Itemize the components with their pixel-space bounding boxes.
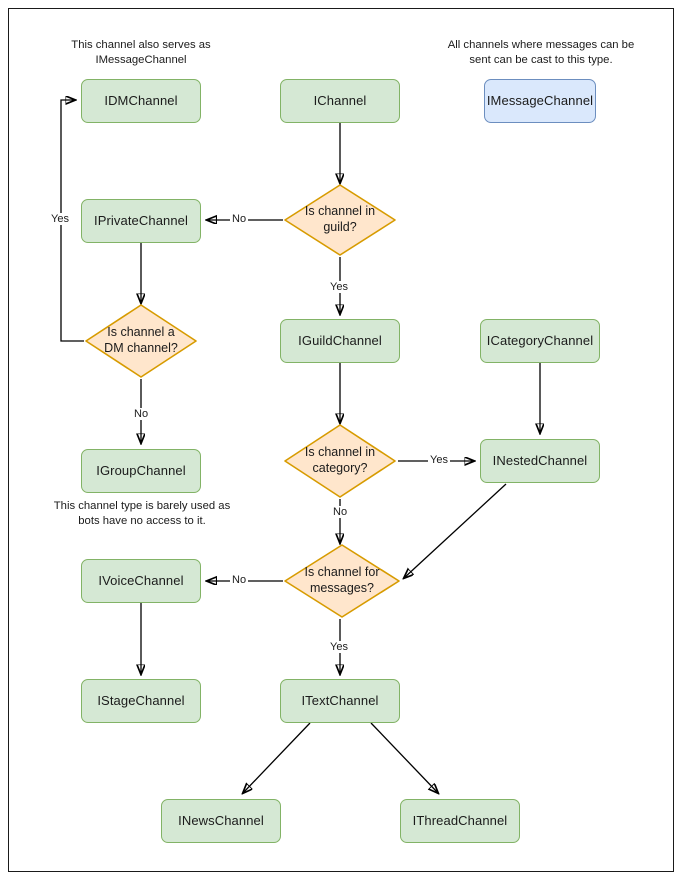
node-ichannel[interactable]: IChannel [280, 79, 400, 123]
decision-is-channel-in-category[interactable]: Is channel in category? [283, 423, 397, 499]
decision-line-1: Is channel in [304, 204, 376, 219]
edge-label-category-no: No [331, 506, 350, 518]
node-ichannel-label: IChannel [313, 92, 367, 108]
edge-label-messages-no: No [230, 574, 249, 586]
note-group-channel: This channel type is barely used as bots… [53, 500, 231, 528]
node-icategorychannel-label: ICategoryChannel [486, 332, 594, 348]
node-igroupchannel-label: IGroupChannel [96, 462, 186, 478]
node-imessagechannel[interactable]: IMessageChannel [484, 79, 596, 123]
diamond-shape-icon [85, 304, 197, 378]
edge-label-messages-yes: Yes [328, 641, 350, 653]
decision-line-2: DM channel? [104, 341, 178, 355]
node-itextchannel[interactable]: ITextChannel [280, 679, 400, 723]
node-igroupchannel[interactable]: IGroupChannel [81, 449, 201, 493]
decision-line-1: Is channel in [304, 445, 376, 460]
node-idmchannel[interactable]: IDMChannel [81, 79, 201, 123]
node-imessagechannel-label: IMessageChannel [486, 92, 594, 108]
edge-label-guild-yes: Yes [328, 281, 350, 293]
decision-line-1: Is channel a [107, 325, 175, 340]
node-inewschannel[interactable]: INewsChannel [161, 799, 281, 843]
decision-line-1: Is channel for [304, 565, 380, 580]
decision-is-channel-in-category-label: Is channel in category? [283, 423, 397, 499]
decision-is-channel-for-messages[interactable]: Is channel for messages? [283, 543, 401, 619]
node-ivoicechannel[interactable]: IVoiceChannel [81, 559, 201, 603]
decision-is-channel-a-dm-channel[interactable]: Is channel a DM channel? [84, 303, 198, 379]
node-idmchannel-label: IDMChannel [104, 92, 178, 108]
decision-line-2: guild? [323, 220, 357, 234]
edge-label-guild-no: No [230, 213, 249, 225]
diamond-shape-icon [284, 544, 400, 618]
node-ithreadchannel-label: IThreadChannel [412, 812, 508, 828]
node-inestedchannel[interactable]: INestedChannel [480, 439, 600, 483]
node-icategorychannel[interactable]: ICategoryChannel [480, 319, 600, 363]
node-istagechannel[interactable]: IStageChannel [81, 679, 201, 723]
node-istagechannel-label: IStageChannel [97, 692, 185, 708]
edge-label-dm-no: No [132, 408, 151, 420]
decision-line-2: messages? [310, 581, 374, 595]
note-message-channel: All channels where messages can be sent … [447, 39, 635, 67]
decision-line-2: category? [312, 461, 368, 475]
node-inestedchannel-label: INestedChannel [492, 452, 588, 468]
decision-is-channel-in-guild-label: Is channel in guild? [283, 183, 397, 257]
node-itextchannel-label: ITextChannel [301, 692, 379, 708]
node-inewschannel-label: INewsChannel [178, 812, 264, 828]
node-iguildchannel[interactable]: IGuildChannel [280, 319, 400, 363]
note-dm-channel: This channel also serves as IMessageChan… [71, 39, 211, 67]
edge-label-category-yes: Yes [428, 454, 450, 466]
node-ithreadchannel[interactable]: IThreadChannel [400, 799, 520, 843]
decision-is-channel-in-guild[interactable]: Is channel in guild? [283, 183, 397, 257]
decision-is-channel-for-messages-label: Is channel for messages? [283, 543, 401, 619]
node-iprivatechannel[interactable]: IPrivateChannel [81, 199, 201, 243]
node-iguildchannel-label: IGuildChannel [298, 332, 382, 348]
decision-is-channel-a-dm-channel-label: Is channel a DM channel? [84, 303, 198, 379]
node-iprivatechannel-label: IPrivateChannel [94, 212, 188, 228]
edge-label-dm-yes: Yes [49, 213, 71, 225]
diamond-shape-icon [284, 424, 396, 498]
node-ivoicechannel-label: IVoiceChannel [98, 572, 184, 588]
diamond-shape-icon [284, 184, 396, 256]
